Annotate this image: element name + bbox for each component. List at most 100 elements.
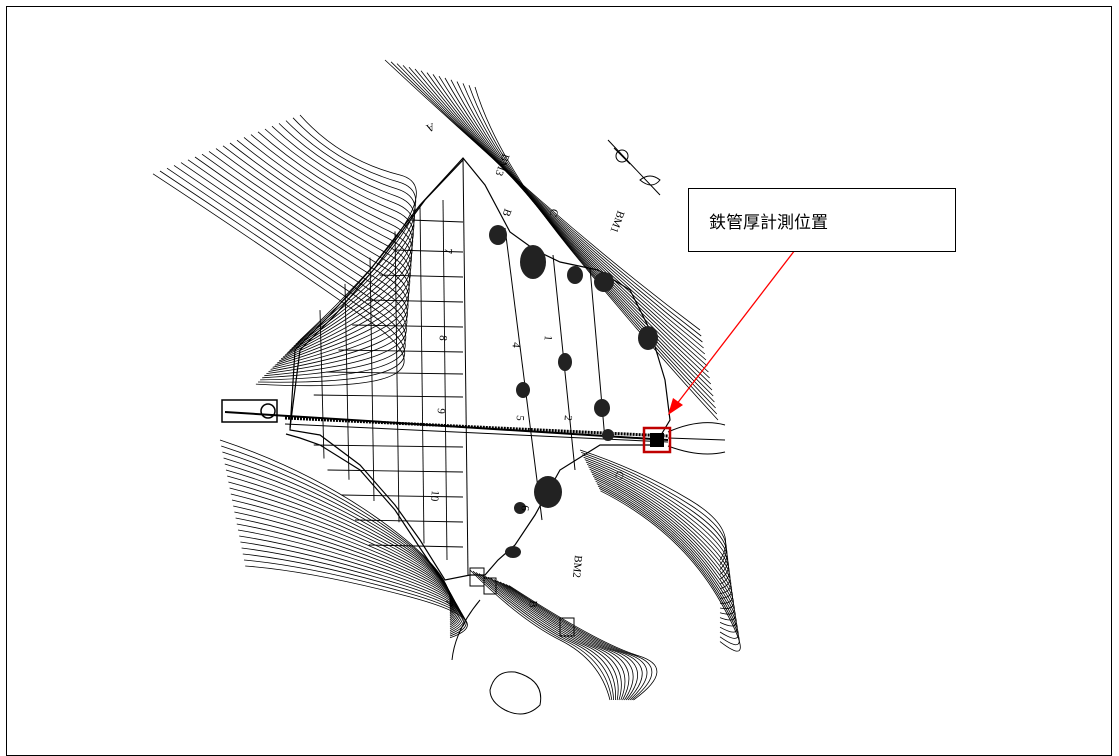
- contour-line: [591, 473, 734, 609]
- zone-7-label: 7: [441, 248, 453, 255]
- grid-line: [326, 371, 464, 375]
- contour-line: [402, 65, 704, 349]
- grid-line: [365, 299, 464, 303]
- contour-line: [187, 159, 408, 374]
- contour-line: [593, 476, 735, 615]
- contour-line: [502, 582, 648, 701]
- contour-line: [215, 148, 410, 366]
- contour-line: [236, 139, 412, 360]
- contour-line: [426, 72, 709, 373]
- contour-line: [588, 466, 732, 594]
- contour-line: [484, 575, 622, 701]
- grid-line: [368, 544, 464, 548]
- contour-line: [493, 579, 634, 701]
- contour-line: [496, 580, 638, 701]
- contour-line: [450, 79, 714, 397]
- contour-line: [590, 471, 733, 604]
- contour-line: [583, 456, 729, 575]
- contour-line: [229, 142, 411, 362]
- contour-line: [472, 570, 613, 701]
- contour-line: [508, 585, 658, 701]
- grid-line: [313, 394, 464, 398]
- lower-pond: [451, 567, 575, 715]
- contour-line: [444, 77, 713, 391]
- callout-text: 鉄管厚計測位置: [709, 212, 828, 233]
- contour-line: [236, 523, 460, 626]
- grid-line: [319, 310, 325, 459]
- embankment-outline: [285, 157, 671, 586]
- grid-line: [313, 444, 464, 448]
- section-label-c-bot: C: [612, 469, 626, 481]
- contour-lines: [152, 59, 741, 701]
- grid-line: [327, 469, 464, 473]
- contour-line: [469, 569, 611, 701]
- north-arrow-icon: [607, 139, 661, 196]
- zone-10-label: 10: [428, 490, 441, 503]
- contour-line: [599, 488, 740, 646]
- zone-9-label: 9: [434, 408, 446, 415]
- zone-8-label: 8: [436, 335, 448, 342]
- contour-line: [390, 61, 702, 337]
- grid-line: [393, 249, 464, 253]
- zone-4-label: 4: [509, 342, 521, 349]
- measurement-location-marker: [642, 426, 672, 454]
- grid-line: [394, 231, 400, 523]
- grid-line: [442, 199, 448, 561]
- section-label-a-top: A: [424, 120, 436, 134]
- contour-line: [159, 170, 405, 383]
- grid-line: [341, 494, 464, 498]
- contour-line: [208, 151, 410, 368]
- zone-1-label: 1: [542, 335, 554, 342]
- contour-line: [478, 573, 616, 701]
- grid-line: [409, 219, 464, 223]
- contour-line: [194, 156, 408, 372]
- contour-line: [589, 468, 733, 599]
- grid-line: [352, 324, 464, 328]
- tree-clusters: [489, 225, 658, 558]
- contour-line: [420, 70, 708, 367]
- contour-line: [285, 120, 416, 345]
- contour-line: [438, 75, 712, 385]
- contour-line: [250, 134, 413, 356]
- grid-line: [338, 349, 464, 353]
- contour-line: [408, 66, 706, 355]
- contour-line: [596, 483, 738, 633]
- grid-line: [379, 274, 464, 278]
- zone-5-label: 5: [513, 415, 525, 422]
- contour-line: [584, 459, 729, 580]
- slope-grid: [313, 199, 464, 561]
- contour-line: [264, 128, 414, 351]
- contour-line: [505, 584, 653, 701]
- contour-line: [201, 153, 409, 370]
- grid-line: [369, 257, 375, 501]
- contour-line: [581, 452, 727, 566]
- contour-line: [456, 81, 715, 403]
- contour-line: [166, 167, 406, 381]
- contour-line: [499, 581, 643, 701]
- callout-box: 鉄管厚計測位置: [688, 188, 956, 252]
- grid-line: [419, 205, 425, 544]
- contour-line: [414, 68, 707, 361]
- bm1-label: BM1: [607, 209, 626, 234]
- contour-line: [468, 85, 718, 415]
- contour-line: [462, 83, 716, 409]
- section-label-c-top: C: [547, 207, 561, 218]
- contour-line: [595, 480, 737, 627]
- contour-line: [243, 137, 412, 358]
- contour-line: [597, 485, 739, 639]
- contour-line: [600, 490, 741, 652]
- contour-line: [219, 439, 451, 601]
- contour-line: [278, 123, 415, 347]
- contour-line: [432, 74, 710, 379]
- zone-2-label: 2: [562, 415, 574, 422]
- callout-arrow: [668, 249, 796, 415]
- zone-lines: [462, 157, 606, 576]
- valve-box: [650, 433, 664, 447]
- section-label-b-top: B: [500, 207, 514, 218]
- contour-line: [384, 59, 701, 331]
- zone-6-label: 6: [518, 505, 530, 512]
- contour-line: [243, 559, 467, 637]
- contour-line: [474, 86, 719, 421]
- contour-line: [490, 578, 630, 701]
